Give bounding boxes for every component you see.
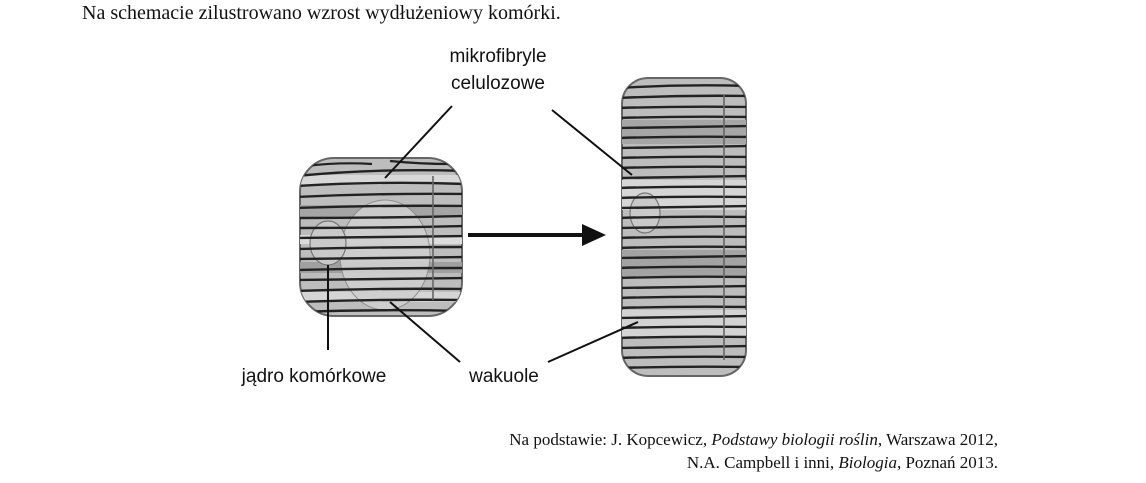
tall-cell — [621, 77, 747, 377]
leader-microfibrils-small — [384, 105, 453, 179]
source-line-2: N.A. Campbell i inni, Biologia, Poznań 2… — [686, 453, 998, 472]
label-vacuoles: wakuole — [468, 366, 539, 387]
label-nucleus: jądro komórkowe — [241, 366, 387, 387]
intro-text: Na schemacie zilustrowano wzrost wydłuże… — [82, 2, 561, 24]
label-microfibrils-line2: celulozowe — [451, 73, 545, 94]
source-line-1: Na podstawie: J. Kopcewicz, Podstawy bio… — [509, 430, 998, 449]
small-cell-interior — [300, 159, 462, 314]
tall-cell-interior — [622, 84, 746, 370]
elongation-arrow — [468, 224, 606, 246]
source-title-2: Biologia — [838, 453, 897, 472]
leader-microfibrils-tall — [551, 109, 633, 176]
leader-lines — [327, 105, 639, 363]
source-title-1: Podstawy biologii roślin — [711, 430, 878, 449]
small-cell — [299, 157, 463, 317]
leader-vacuole-tall — [547, 321, 639, 363]
tall-cell-nucleus — [629, 192, 661, 234]
leader-vacuole-small — [389, 301, 461, 363]
label-microfibrils-line1: mikrofibryle — [449, 46, 546, 67]
source-citation: Na podstawie: J. Kopcewicz, Podstawy bio… — [509, 428, 998, 474]
